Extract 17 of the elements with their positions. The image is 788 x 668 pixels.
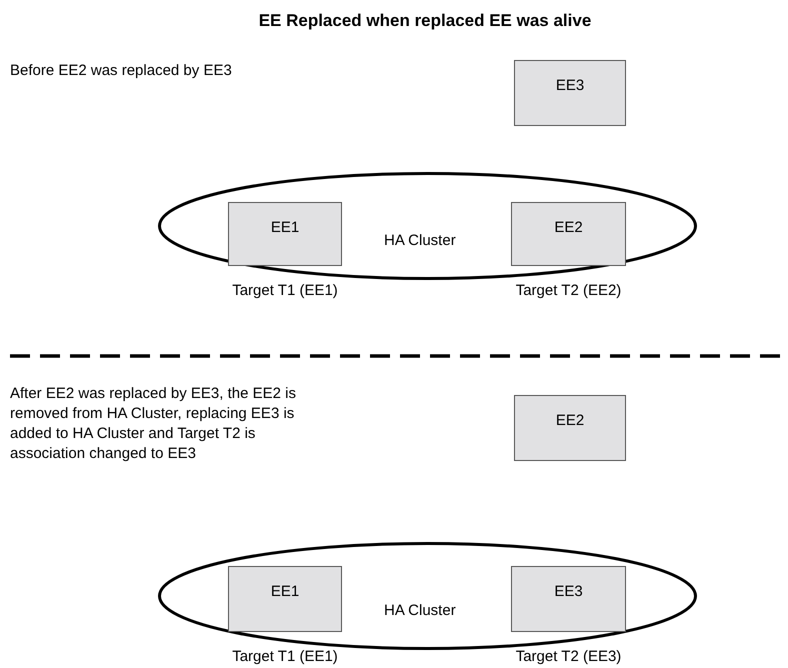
- box-label: EE1: [270, 218, 300, 238]
- diagram-title: EE Replaced when replaced EE was alive: [258, 10, 592, 32]
- box-label: EE2: [556, 411, 584, 431]
- target-label: Target T2 (EE2): [516, 281, 622, 301]
- target-label: Target T1 (EE1): [232, 281, 338, 301]
- note-text: After EE2 was replaced by EE3, the EE2 is removed from HA Cluster, replacing EE3 is added to HA Cluster and Target T2 is association changed to EE3: [10, 384, 297, 464]
- process-box: [514, 60, 626, 126]
- note-text: Before EE2 was replaced by EE3: [10, 61, 233, 81]
- target-label: Target T1 (EE1): [232, 647, 338, 667]
- box-label: EE1: [270, 582, 300, 602]
- cluster-label: HA Cluster: [384, 231, 456, 251]
- process-box: [514, 395, 626, 461]
- cluster-label: HA Cluster: [384, 601, 456, 621]
- box-label: EE2: [554, 218, 583, 238]
- box-label: EE3: [554, 582, 583, 602]
- target-label: Target T2 (EE3): [516, 647, 622, 667]
- box-label: EE3: [556, 76, 584, 96]
